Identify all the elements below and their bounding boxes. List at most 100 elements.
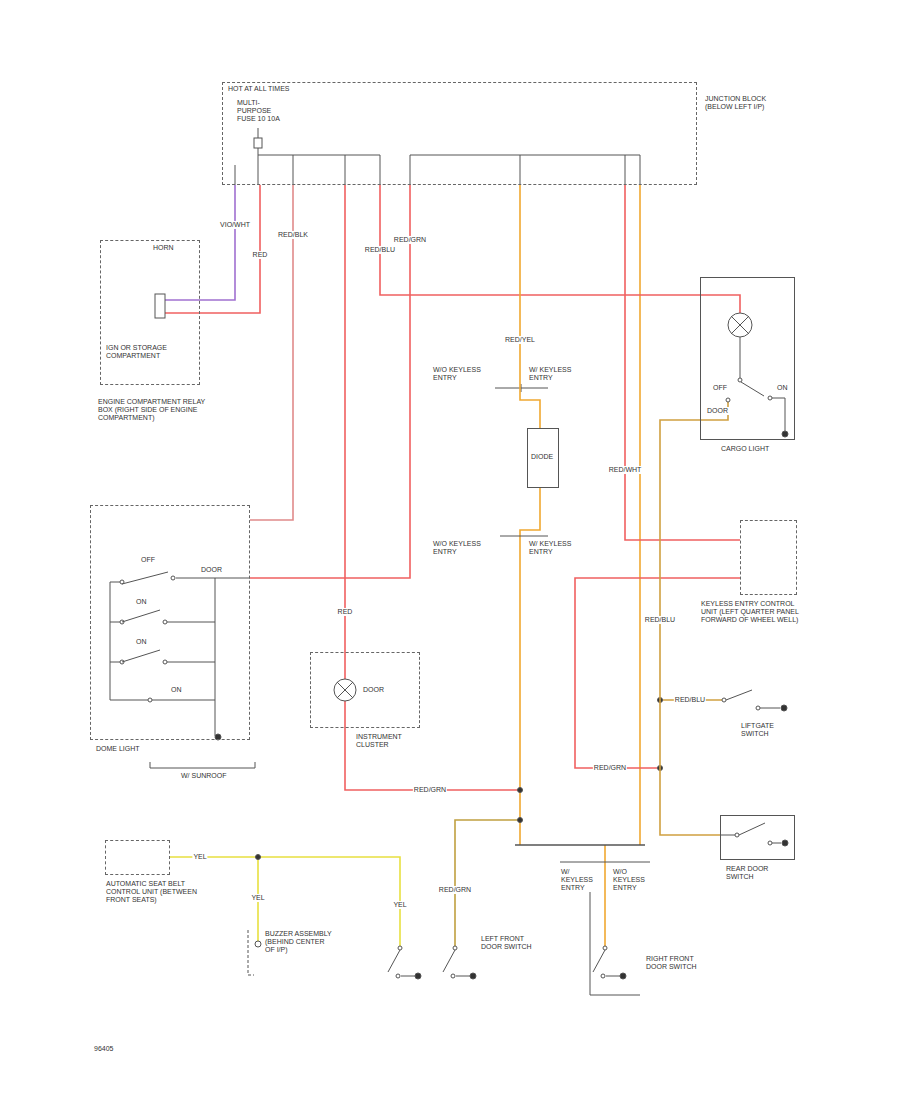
connector-symbol (500, 536, 548, 537)
node-label: HORN (153, 244, 193, 252)
wire (520, 185, 540, 428)
switch-symbol (110, 578, 215, 736)
contact (451, 974, 455, 978)
splice-dot (256, 855, 261, 860)
cargo-light: CARGO LIGHT (700, 277, 795, 440)
contact (120, 660, 124, 664)
buzzer-symbol (255, 941, 261, 947)
switch-symbol (726, 690, 780, 708)
option-note: W/ KEYLESS ENTRY (560, 868, 602, 892)
wire-color: RED (252, 251, 269, 259)
switch-position: ON (135, 638, 153, 646)
wire (200, 185, 260, 313)
node-label: DOME LIGHT (96, 745, 196, 753)
switch-position: DOOR (200, 566, 226, 574)
option-note: W/O KEYLESS ENTRY (432, 540, 492, 556)
contact (726, 398, 730, 402)
node-label: DIODE (531, 453, 557, 461)
node-caption: MULTI-PURPOSE FUSE 10 10A (237, 99, 287, 123)
instrument-cluster: DOORINSTRUMENT CLUSTER (310, 652, 420, 728)
option-note: W/ KEYLESS ENTRY (528, 540, 585, 556)
switch-position: DOOR (706, 407, 730, 415)
wire (625, 185, 740, 540)
rear-door-switch: REAR DOOR SWITCH (720, 815, 795, 860)
node-caption: JUNCTION BLOCK (BELOW LEFT I/P) (705, 95, 773, 111)
contact (163, 620, 167, 624)
option-note: W/ KEYLESS ENTRY (528, 366, 585, 382)
wire-color: RED/YEL (504, 336, 536, 344)
wire (344, 185, 346, 652)
contact (601, 974, 605, 978)
contact (453, 946, 457, 950)
ground-symbol (782, 840, 788, 846)
contact (398, 946, 402, 950)
contact (768, 396, 772, 400)
contact (722, 698, 726, 702)
junction-block: HOT AT ALL TIMESMULTI-PURPOSE FUSE 10 10… (222, 82, 697, 185)
lamp-filament (731, 316, 749, 334)
wire-color: VIO/WHT (219, 221, 251, 229)
splice-bar (515, 844, 645, 846)
switch-position: OFF (140, 556, 162, 564)
option-note: W/O KEYLESS ENTRY (612, 868, 659, 892)
contact (768, 841, 772, 845)
storage-compartment: HORN IGN OR STORAGE COMPARTMENT (100, 240, 200, 385)
switch-symbol (110, 572, 250, 700)
bus-bar (410, 155, 640, 185)
wire-color: RED/BLK (277, 231, 309, 239)
contact (163, 660, 167, 664)
node-label: CARGO LIGHT (721, 445, 791, 453)
bracket (248, 930, 254, 975)
contact (171, 576, 175, 580)
wire (660, 420, 720, 835)
ground-symbol (620, 973, 626, 979)
node-caption: INSTRUMENT CLUSTER (356, 733, 421, 749)
wire-color: RED/GRN (413, 786, 447, 794)
component-name: BUZZER ASSEMBLY (BEHIND CENTER OF I/P) (264, 930, 334, 954)
contact (756, 706, 760, 710)
switch-position: ON (135, 598, 153, 606)
figure-number: 96405 (93, 1045, 135, 1053)
component-name: RIGHT FRONT DOOR SWITCH (645, 955, 702, 971)
ground-symbol (415, 973, 421, 979)
node-label: KEYLESS ENTRY CONTROL UNIT (LEFT QUARTER… (701, 600, 801, 624)
node-label: REAR DOOR SWITCH (726, 865, 796, 881)
bus-bar (258, 155, 380, 185)
bracket (590, 890, 640, 995)
symbols (110, 294, 788, 995)
component-name: LEFT FRONT DOOR SWITCH (480, 935, 534, 951)
bracket (150, 762, 255, 768)
contact (148, 698, 152, 702)
wire-color: RED/WHT (608, 466, 643, 474)
contact (396, 974, 400, 978)
lamp-filament (337, 682, 353, 698)
diode: DIODE (527, 428, 559, 488)
wire (455, 820, 520, 946)
junction-internals (235, 128, 640, 185)
switch-position: ON (776, 384, 792, 392)
wire-color: YEL (250, 894, 265, 902)
fuse-lead (258, 128, 259, 185)
wire (165, 312, 200, 314)
wire (200, 185, 235, 300)
contact (603, 946, 607, 950)
node-caption: IGN OR STORAGE COMPARTMENT (106, 344, 196, 360)
switch-symbol (388, 950, 620, 976)
splice-dot (518, 788, 523, 793)
fuse-symbol (254, 138, 262, 148)
seat-belt-control-unit: AUTOMATIC SEAT BELT CONTROL UNIT (BETWEE… (105, 840, 170, 875)
dome-light: DOME LIGHT (90, 505, 250, 740)
lamp-symbol (728, 313, 752, 337)
wire-color: RED/GRN (393, 236, 427, 244)
contact (738, 378, 742, 382)
wire-color: RED/BLU (674, 696, 706, 704)
component-name: LIFTGATE SWITCH (740, 722, 792, 738)
switch-position: OFF (712, 384, 732, 392)
ground-symbol (782, 431, 788, 437)
lamp-symbol (334, 679, 356, 701)
contact (120, 580, 124, 584)
wire-color: RED (337, 608, 354, 616)
ground-symbol (781, 705, 787, 711)
keyless-entry-control-unit: KEYLESS ENTRY CONTROL UNIT (LEFT QUARTER… (740, 520, 797, 595)
wire (700, 295, 740, 313)
